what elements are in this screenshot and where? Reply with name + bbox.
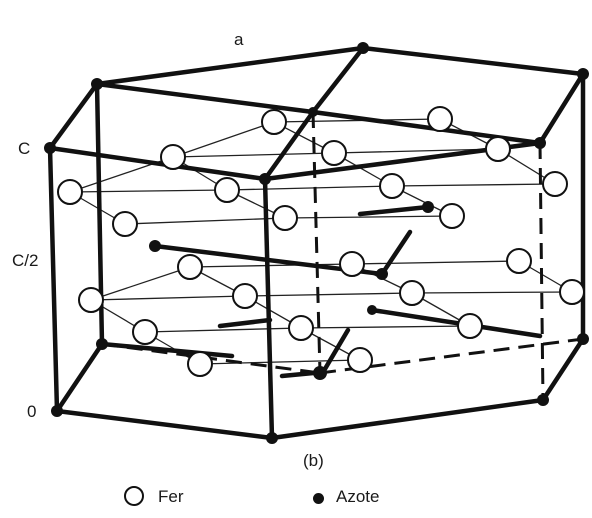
legend-azote-label: Azote xyxy=(336,487,380,506)
corner-atoms xyxy=(44,42,589,444)
iron-atoms xyxy=(57,106,585,377)
lattice-parameter-a-label: a xyxy=(234,30,244,49)
open-circle-icon xyxy=(124,486,144,506)
legend-fer-label: Fer xyxy=(158,487,184,506)
c-axis-label: C xyxy=(18,139,31,158)
panel-label: (b) xyxy=(303,451,324,470)
c-half-axis-label: C/2 xyxy=(12,251,39,270)
nitrogen-atoms xyxy=(149,201,434,380)
nitrogen-bonds xyxy=(99,204,543,379)
filled-dot-icon xyxy=(313,493,324,504)
origin-zero-label: 0 xyxy=(27,402,37,421)
